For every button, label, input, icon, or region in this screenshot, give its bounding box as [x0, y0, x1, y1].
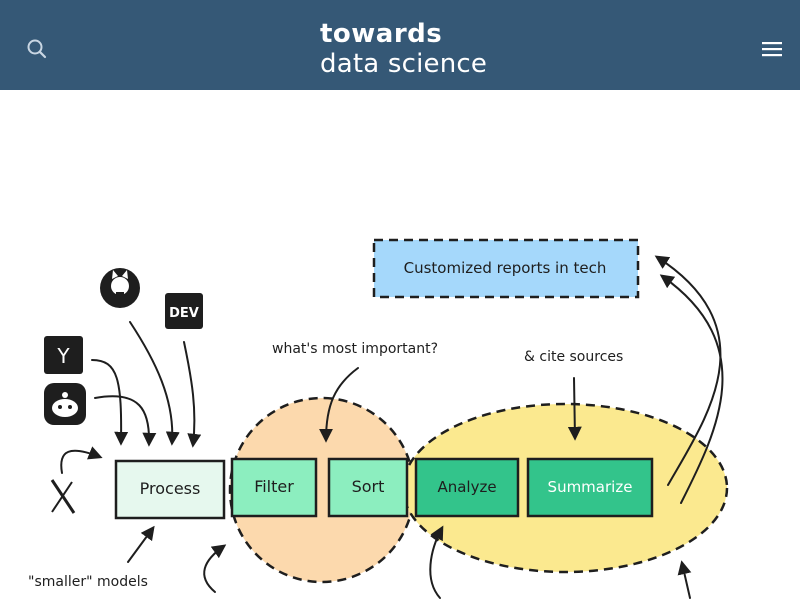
arrow-summarize-to-report-1: [654, 255, 722, 486]
note-cite: & cite sources: [524, 349, 623, 365]
hamburger-menu-icon: [762, 42, 782, 57]
reddit-icon: [44, 383, 86, 425]
analyze-box: [414, 457, 520, 518]
hackernews-text: Y: [56, 344, 70, 368]
hackernews-icon: Y: [44, 336, 83, 374]
arrow-lower-right: [677, 560, 692, 599]
note-important: what's most important?: [272, 341, 438, 357]
report-box: [372, 238, 640, 299]
analyze-box-label: Analyze: [437, 478, 496, 496]
report-box-label: Customized reports in tech: [404, 259, 607, 277]
search-icon: [27, 39, 47, 59]
arrow-lower-hook: [203, 544, 227, 593]
dev-badge-icon: DEV: [165, 293, 203, 329]
filter-box: [230, 457, 318, 518]
site-logo[interactable]: towards data science: [320, 18, 490, 78]
arrow-x-to-process: [60, 446, 103, 474]
process-box-label: Process: [140, 479, 201, 498]
arrow-note-to-summarize: [567, 377, 582, 441]
arrow-hn-to-process: [91, 359, 129, 446]
filter-box-label: Filter: [254, 477, 294, 496]
arrow-reddit-to-process: [94, 395, 157, 447]
article-hero-figure: Customized reports in tech Process Filte…: [0, 90, 800, 600]
arrows: [60, 255, 724, 599]
note-models: "smaller" models: [28, 574, 148, 590]
arrow-models-to-process: [127, 525, 155, 563]
process-box: [114, 459, 226, 520]
arrow-github-to-process: [129, 321, 180, 446]
pipeline-diagram: Customized reports in tech Process Filte…: [28, 238, 729, 599]
summarize-box: [526, 457, 654, 518]
sort-box: [327, 457, 409, 518]
summarize-box-label: Summarize: [548, 478, 633, 496]
sort-box-label: Sort: [352, 477, 385, 496]
search-button[interactable]: [26, 38, 48, 60]
menu-button[interactable]: [760, 40, 784, 60]
logo-line-2: data science: [320, 49, 488, 79]
logo-line-1: towards: [320, 19, 443, 49]
arrow-dev-to-process: [183, 341, 202, 448]
top-navigation-bar: towards data science: [0, 0, 800, 90]
github-icon: [100, 268, 140, 308]
arrow-summarize-to-report-2: [659, 274, 724, 504]
dev-badge-text: DEV: [169, 306, 199, 321]
arrow-lower-analyze: [429, 525, 444, 599]
arrow-note-to-sort: [319, 367, 359, 443]
x-icon: [48, 479, 76, 516]
